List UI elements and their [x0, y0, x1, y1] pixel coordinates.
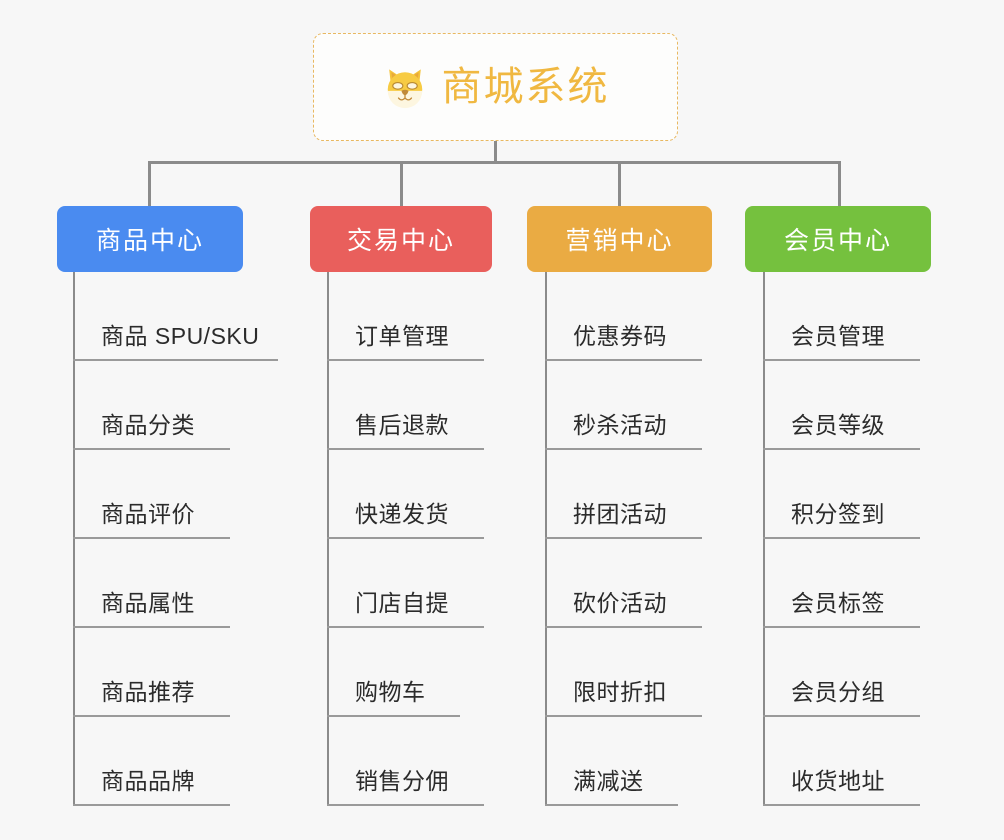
leaf-item[interactable]: 满减送 [545, 717, 678, 806]
connector-rail-marketing-center [545, 272, 547, 806]
leaf-label: 快递发货 [355, 501, 449, 527]
leaf-label: 砍价活动 [573, 590, 667, 616]
leaf-item[interactable]: 销售分佣 [327, 717, 484, 806]
leaf-label: 收货地址 [791, 768, 885, 794]
leaf-item[interactable]: 售后退款 [327, 361, 484, 450]
leaf-label: 会员标签 [791, 590, 885, 616]
leaf-label: 会员管理 [791, 323, 885, 349]
leaf-item[interactable]: 快递发货 [327, 450, 484, 539]
category-box-marketing-center[interactable]: 营销中心 [527, 206, 712, 272]
leaf-column-product-center: 商品 SPU/SKU 商品分类 商品评价 商品属性 商品推荐 商品品牌 [73, 272, 278, 806]
leaf-label: 限时折扣 [573, 679, 667, 705]
leaf-label: 商品 SPU/SKU [101, 323, 260, 349]
connector-root-stem [494, 141, 497, 163]
leaf-column-trade-center: 订单管理 售后退款 快递发货 门店自提 购物车 销售分佣 [327, 272, 484, 806]
leaf-item[interactable]: 收货地址 [763, 717, 920, 806]
leaf-item[interactable]: 会员分组 [763, 628, 920, 717]
shiba-dog-face-icon [382, 65, 428, 111]
category-label-member-center: 会员中心 [783, 227, 892, 255]
leaf-label: 售后退款 [355, 412, 449, 438]
connector-drop-member-center [838, 161, 841, 208]
category-label-trade-center: 交易中心 [346, 227, 455, 255]
leaf-item[interactable]: 商品推荐 [73, 628, 230, 717]
leaf-label: 满减送 [573, 768, 644, 794]
leaf-label: 商品品牌 [101, 768, 195, 794]
leaf-item[interactable]: 商品品牌 [73, 717, 230, 806]
leaf-item[interactable]: 积分签到 [763, 450, 920, 539]
leaf-item[interactable]: 门店自提 [327, 539, 484, 628]
category-label-marketing-center: 营销中心 [565, 227, 674, 255]
leaf-item[interactable]: 拼团活动 [545, 450, 702, 539]
leaf-label: 商品分类 [101, 412, 195, 438]
connector-drop-trade-center [400, 161, 403, 208]
leaf-item[interactable]: 会员标签 [763, 539, 920, 628]
leaf-label: 购物车 [355, 679, 426, 705]
root-node-mall-system[interactable]: 商城系统 [313, 33, 678, 141]
leaf-item[interactable]: 商品分类 [73, 361, 230, 450]
leaf-label: 商品评价 [101, 501, 195, 527]
category-box-member-center[interactable]: 会员中心 [745, 206, 931, 272]
leaf-item[interactable]: 会员管理 [763, 272, 920, 361]
leaf-label: 秒杀活动 [573, 412, 667, 438]
connector-drop-marketing-center [618, 161, 621, 208]
leaf-item[interactable]: 商品属性 [73, 539, 230, 628]
category-label-product-center: 商品中心 [95, 227, 204, 255]
leaf-item[interactable]: 订单管理 [327, 272, 484, 361]
connector-rail-member-center [763, 272, 765, 806]
leaf-item[interactable]: 限时折扣 [545, 628, 702, 717]
connector-drop-product-center [148, 161, 151, 208]
connector-horizontal-bus [148, 161, 840, 164]
leaf-item[interactable]: 会员等级 [763, 361, 920, 450]
category-box-trade-center[interactable]: 交易中心 [310, 206, 492, 272]
leaf-item[interactable]: 优惠券码 [545, 272, 702, 361]
connector-rail-product-center [73, 272, 75, 806]
leaf-label: 拼团活动 [573, 501, 667, 527]
leaf-label: 会员等级 [791, 412, 885, 438]
connector-rail-trade-center [327, 272, 329, 806]
leaf-label: 优惠券码 [573, 323, 667, 349]
leaf-label: 销售分佣 [355, 768, 449, 794]
leaf-label: 商品推荐 [101, 679, 195, 705]
leaf-item[interactable]: 商品评价 [73, 450, 230, 539]
leaf-label: 会员分组 [791, 679, 885, 705]
leaf-column-marketing-center: 优惠券码 秒杀活动 拼团活动 砍价活动 限时折扣 满减送 [545, 272, 702, 806]
root-node-label: 商城系统 [441, 65, 610, 109]
leaf-label: 积分签到 [791, 501, 885, 527]
leaf-label: 门店自提 [355, 590, 449, 616]
leaf-label: 商品属性 [101, 590, 195, 616]
leaf-item[interactable]: 购物车 [327, 628, 460, 717]
category-box-product-center[interactable]: 商品中心 [57, 206, 243, 272]
leaf-item[interactable]: 砍价活动 [545, 539, 702, 628]
leaf-item[interactable]: 秒杀活动 [545, 361, 702, 450]
leaf-column-member-center: 会员管理 会员等级 积分签到 会员标签 会员分组 收货地址 [763, 272, 920, 806]
leaf-item[interactable]: 商品 SPU/SKU [73, 272, 278, 361]
leaf-label: 订单管理 [355, 323, 449, 349]
